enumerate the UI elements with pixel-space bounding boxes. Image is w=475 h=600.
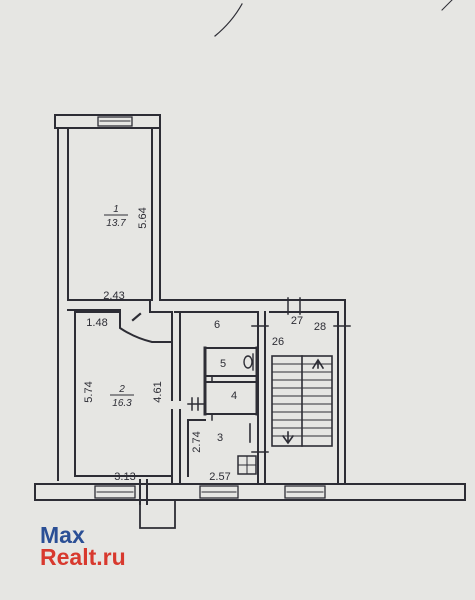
room3-height-dimension: 2.74: [191, 431, 203, 452]
room1-number: 1: [113, 204, 119, 215]
room1-width-dimension: 2.43: [103, 290, 124, 302]
pencil-stroke: [441, 0, 453, 11]
toilet-icon: [243, 355, 253, 369]
stair-up-arrow-icon: [311, 358, 325, 370]
room1-height-dimension: 5.64: [137, 207, 149, 228]
room2-bottom-dimension: 3.13: [114, 471, 135, 483]
room2-right-dimension: 4.61: [152, 381, 164, 402]
room3-number: 3: [217, 432, 223, 444]
room4-number: 4: [231, 390, 237, 402]
pencil-stroke: [214, 3, 243, 37]
balcony: [139, 499, 176, 529]
room5-wc: [204, 347, 258, 377]
room2-number: 2: [118, 384, 125, 395]
watermark-max: Max: [40, 522, 85, 548]
stair-down-arrow-icon: [281, 431, 295, 445]
door-swing: [119, 309, 173, 343]
label-27: 27: [291, 315, 303, 327]
room2-top-dimension: 1.48: [86, 317, 107, 329]
room3-width-dimension: 2.57: [209, 471, 230, 483]
room5-number: 5: [220, 358, 226, 370]
label-28: 28: [314, 321, 326, 333]
door-leaf: [131, 312, 142, 322]
watermark-realt: Realt.ru: [40, 544, 126, 570]
room1-top-wall: [54, 114, 161, 129]
room2-area: 16.3: [112, 398, 132, 409]
room2-left-dimension: 5.74: [83, 381, 95, 402]
label-26: 26: [272, 336, 284, 348]
room6-number: 6: [214, 319, 220, 331]
watermark-logo[interactable]: Max Realt.ru: [40, 522, 126, 570]
stair-treads: [271, 363, 333, 437]
room1-area: 13.7: [106, 218, 126, 229]
